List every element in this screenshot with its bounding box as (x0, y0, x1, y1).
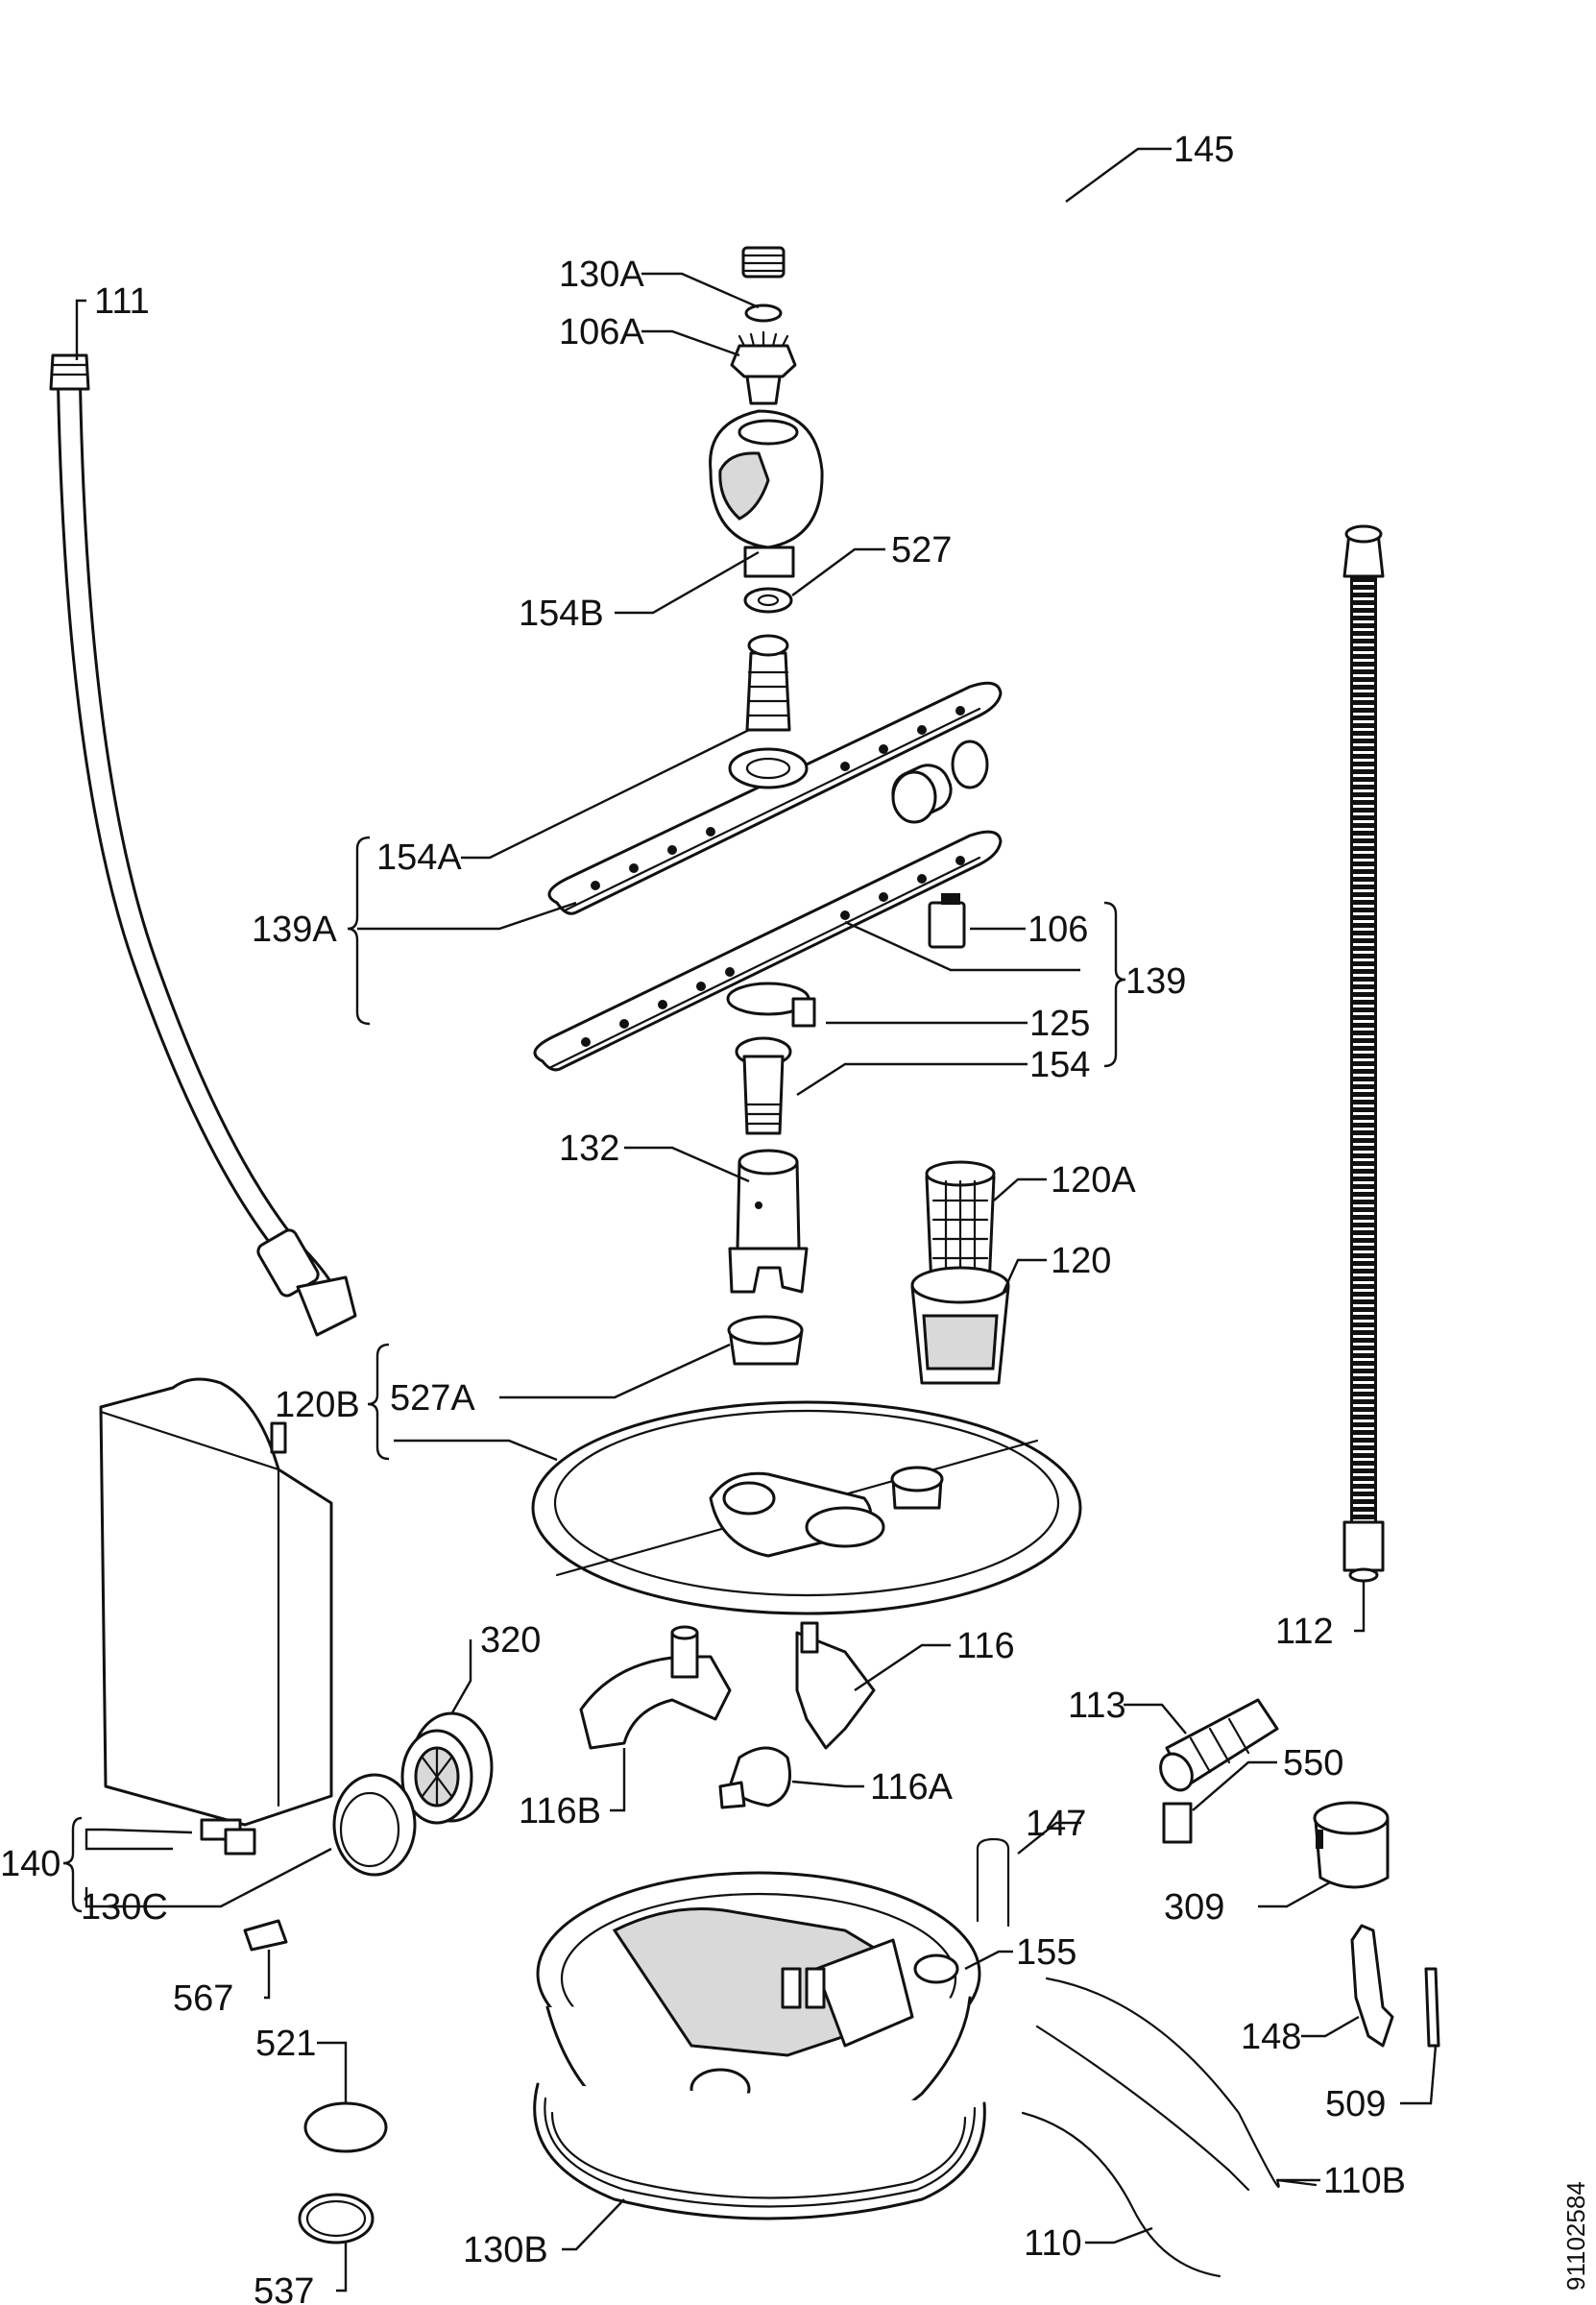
fitting-113 (1159, 1698, 1279, 1792)
disc-521 (303, 2101, 388, 2153)
ring-130c (332, 1773, 417, 1877)
label-130b: 130B (463, 2230, 548, 2270)
ring-527a (727, 1315, 804, 1366)
part-labels: 145 130A 106A 111 527 154B 154A 139A 106… (0, 130, 1590, 2305)
gasket-130b (533, 2082, 986, 2220)
bracket-116b (579, 1625, 732, 1750)
supply-pipe-145 (741, 81, 1068, 824)
hose-110b (1035, 1977, 1318, 2192)
spray-head-154b (709, 409, 824, 578)
label-130c: 130C (81, 1887, 168, 1928)
washer-527 (743, 587, 793, 614)
hose-110 (1021, 2111, 1221, 2278)
label-309: 309 (1164, 1887, 1224, 1928)
label-130a: 130A (559, 255, 644, 295)
label-116b: 116B (519, 1791, 601, 1832)
leader-lines (62, 147, 1438, 2293)
label-145: 145 (1173, 130, 1234, 170)
clip-106 (928, 893, 966, 949)
clip-550 (1162, 1802, 1193, 1844)
label-113: 113 (1068, 1686, 1126, 1726)
label-527a: 527A (390, 1378, 475, 1419)
filter-120a (925, 1160, 996, 1289)
label-125: 125 (1029, 1004, 1090, 1044)
label-120b: 120B (275, 1385, 360, 1425)
label-509: 509 (1325, 2084, 1386, 2124)
filter-plate-120b (531, 1400, 1082, 1615)
inlet-hose-111 (49, 353, 357, 1337)
label-120a: 120A (1051, 1160, 1136, 1201)
softener-tank-140 (99, 1377, 333, 1856)
pin-509 (1424, 1967, 1440, 2048)
label-148: 148 (1241, 2017, 1301, 2057)
label-140: 140 (0, 1844, 60, 1884)
filter-120 (910, 1266, 1010, 1385)
label-116: 116 (956, 1626, 1015, 1666)
tube-132 (728, 1149, 809, 1294)
label-320: 320 (480, 1620, 541, 1661)
label-537: 537 (254, 2271, 314, 2305)
label-106: 106 (1028, 910, 1088, 950)
label-120: 120 (1051, 1241, 1111, 1281)
label-154a: 154A (376, 837, 462, 878)
spray-arm-139 (533, 830, 1003, 1072)
o-ring-130a (744, 303, 783, 323)
spray-arm-154a (547, 634, 1003, 915)
label-139: 139 (1125, 961, 1186, 1002)
label-111: 111 (94, 281, 150, 322)
label-154: 154 (1029, 1045, 1090, 1085)
hub-154 (735, 1036, 792, 1135)
spring-148 (1350, 1924, 1394, 2048)
label-112: 112 (1275, 1612, 1334, 1652)
label-110b: 110B (1323, 2161, 1406, 2201)
clip-567 (243, 1919, 288, 1952)
label-116a: 116A (870, 1767, 954, 1808)
seal-320 (400, 1711, 494, 1825)
nut-106a (730, 330, 797, 405)
disc-537 (298, 2193, 375, 2244)
valve-116a (718, 1746, 791, 1809)
label-139a: 139A (252, 910, 337, 950)
label-527: 527 (891, 530, 952, 570)
ring-nut-125 (726, 982, 816, 1028)
bracket-116 (795, 1621, 876, 1750)
label-155: 155 (1016, 1932, 1076, 1973)
label-550: 550 (1283, 1743, 1343, 1783)
label-567: 567 (173, 1978, 233, 2019)
label-521: 521 (255, 2024, 316, 2064)
drain-hose-112 (1342, 524, 1385, 1583)
cap-309 (1313, 1801, 1390, 1889)
drawing-code: 91102584 (1561, 2181, 1590, 2291)
label-106a: 106A (559, 312, 644, 352)
bracket-147 (976, 1837, 1010, 1928)
label-147: 147 (1026, 1804, 1086, 1844)
label-132: 132 (559, 1128, 619, 1169)
label-110: 110 (1024, 2223, 1082, 2264)
label-154b: 154B (519, 594, 604, 634)
